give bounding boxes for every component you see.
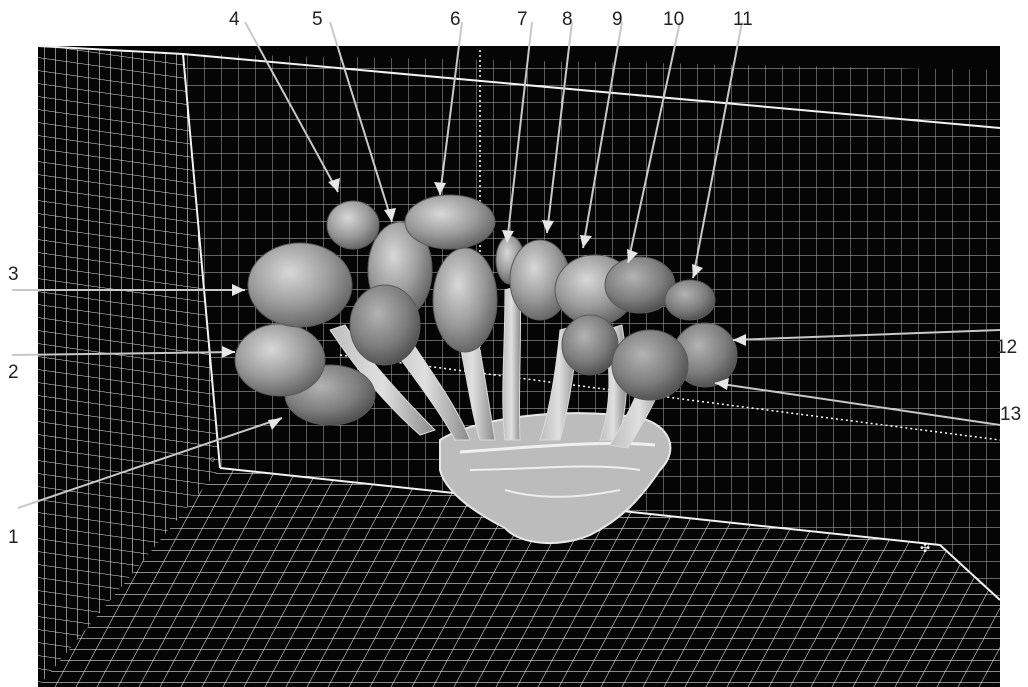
- callout-label-2: 2: [8, 362, 19, 383]
- lobe-9b: [562, 315, 618, 375]
- lobe-6b: [433, 248, 497, 352]
- callout-label-5: 5: [312, 9, 323, 30]
- origin-marker: ○: [210, 454, 215, 464]
- callout-label-8: 8: [562, 9, 573, 30]
- lobe-10: [605, 257, 675, 313]
- callout-label-11: 11: [733, 9, 753, 30]
- lobe-2: [235, 324, 325, 396]
- callout-label-1: 1: [8, 527, 19, 548]
- callout-label-4: 4: [229, 9, 240, 30]
- lobe-3: [248, 243, 352, 327]
- corner-marker: ✣: [920, 541, 930, 555]
- stalk: [503, 285, 521, 440]
- callout-label-7: 7: [517, 9, 528, 30]
- callout-label-6: 6: [450, 9, 461, 30]
- callout-label-10: 10: [663, 9, 684, 30]
- callout-label-13: 13: [1000, 404, 1021, 425]
- lobe-5b: [350, 285, 420, 365]
- callout-label-9: 9: [612, 9, 623, 30]
- lobe-11: [665, 280, 715, 320]
- lobe-4: [327, 201, 379, 249]
- lobe-6: [405, 195, 495, 249]
- lobe-13: [612, 330, 688, 400]
- callout-label-12: 12: [996, 337, 1017, 358]
- callout-label-3: 3: [8, 264, 19, 285]
